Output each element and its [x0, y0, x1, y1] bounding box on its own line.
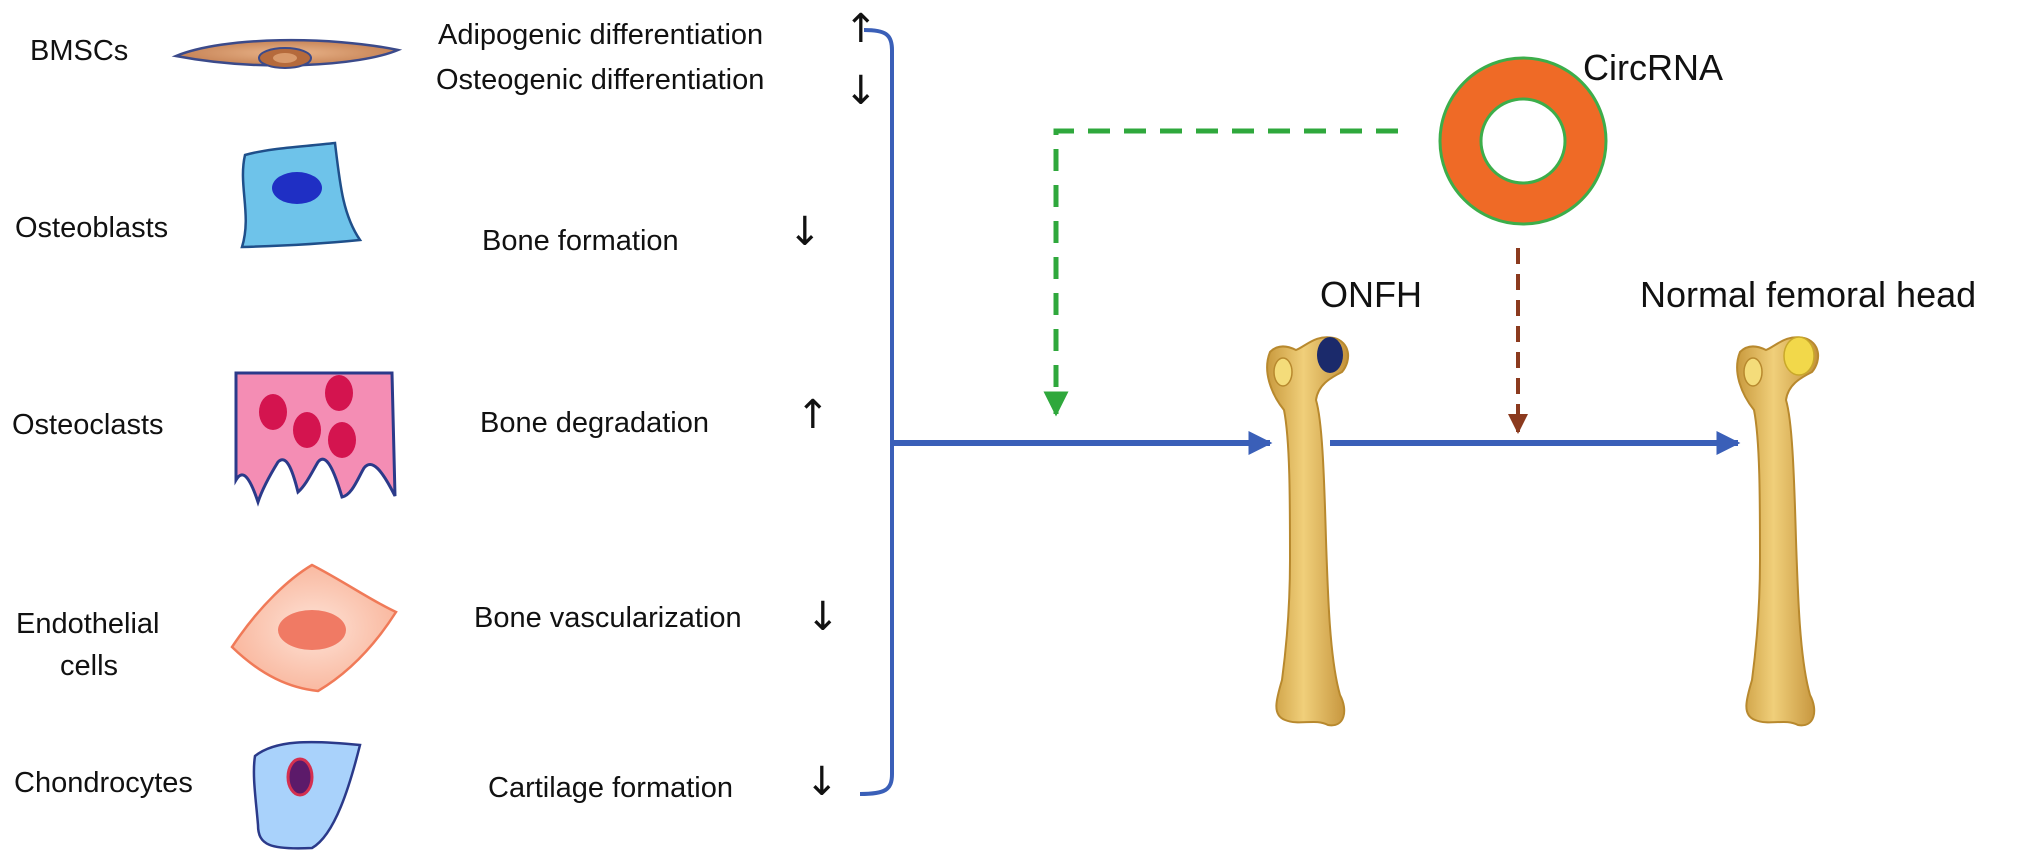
arrow-down-icon: ↓	[844, 68, 878, 114]
cell-label-osteoblasts: Osteoblasts	[15, 212, 168, 244]
cell-label-bmscs: BMSCs	[30, 35, 128, 67]
osteoblast-cell-icon	[240, 141, 363, 249]
normal-femur-icon	[1736, 336, 1820, 727]
effect-bone-formation: Bone formation	[482, 225, 679, 257]
arrow-down-icon: ↓	[788, 209, 822, 255]
circrna-label: CircRNA	[1583, 47, 1723, 88]
onfh-femur-icon	[1266, 336, 1350, 727]
bmsc-cell-icon	[171, 38, 403, 69]
effect-bone-vascularization: Bone vascularization	[474, 602, 742, 634]
arrow-down-icon: ↓	[806, 594, 840, 640]
onfh-label: ONFH	[1320, 274, 1422, 315]
arrow-up-icon: ↑	[796, 392, 830, 438]
effect-bone-degradation: Bone degradation	[480, 407, 709, 439]
arrow-down-icon: ↓	[805, 759, 839, 805]
effect-adipogenic: Adipogenic differentiation	[438, 19, 763, 51]
normal-femoral-head-label: Normal femoral head	[1640, 274, 1976, 315]
cell-label-chondrocytes: Chondrocytes	[14, 767, 193, 799]
cell-label-endothelial-line1: Endothelial	[16, 608, 160, 640]
endothelial-cell-icon	[230, 563, 398, 693]
cell-label-osteoclasts: Osteoclasts	[12, 409, 164, 441]
osteoclast-cell-icon	[234, 371, 397, 507]
effect-cartilage-formation: Cartilage formation	[488, 772, 733, 804]
effect-osteogenic: Osteogenic differentiation	[436, 64, 764, 96]
circrna-ring-icon	[1438, 56, 1608, 226]
chondrocyte-cell-icon	[252, 740, 362, 850]
right-bracket	[859, 28, 894, 796]
cell-label-endothelial-line2: cells	[60, 650, 118, 682]
green-dashed-arrow	[1043, 128, 1398, 417]
